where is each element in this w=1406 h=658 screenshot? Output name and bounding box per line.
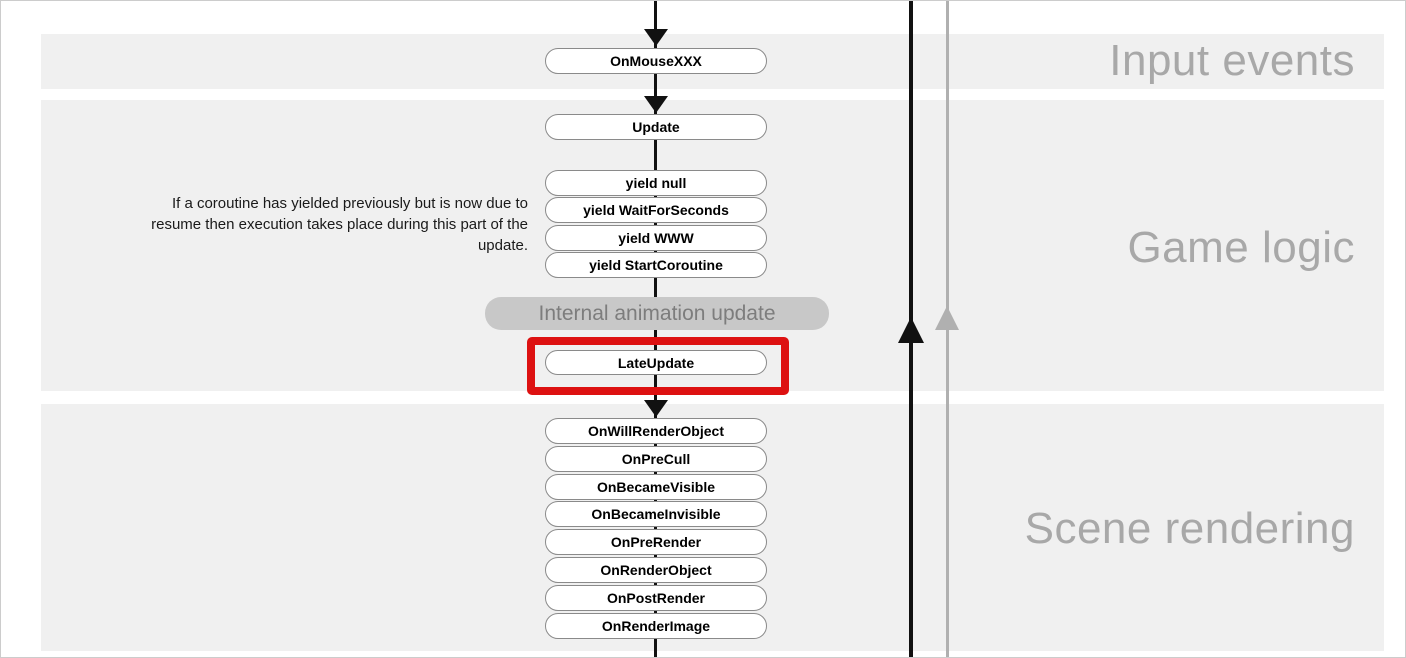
node-onprerender: OnPreRender (545, 529, 767, 555)
arrow-up-gray-icon (935, 306, 959, 330)
node-onwillrenderobject: OnWillRenderObject (545, 418, 767, 444)
arrow-down-icon (644, 29, 668, 46)
section-label-game-logic: Game logic (1127, 223, 1355, 272)
node-onrenderimage: OnRenderImage (545, 613, 767, 639)
node-onbecamevisible: OnBecameVisible (545, 474, 767, 500)
node-yield-waitforseconds: yield WaitForSeconds (545, 197, 767, 223)
coroutine-note: If a coroutine has yielded previously bu… (151, 195, 528, 254)
node-yield-www: yield WWW (545, 225, 767, 251)
node-onrenderobject: OnRenderObject (545, 557, 767, 583)
arrow-down-icon (644, 400, 668, 417)
node-onmousexxx: OnMouseXXX (545, 48, 767, 74)
lateupdate-highlight-box (527, 337, 789, 395)
node-yield-null: yield null (545, 170, 767, 196)
internal-animation-update-box: Internal animation update (485, 297, 829, 330)
node-lateupdate: LateUpdate (545, 350, 767, 375)
arrow-down-icon (644, 96, 668, 113)
arrow-up-black-icon (898, 317, 924, 343)
node-onbecameinvisible: OnBecameInvisible (545, 501, 767, 527)
node-onprecull: OnPreCull (545, 446, 767, 472)
section-label-input-events: Input events (1109, 36, 1355, 85)
node-update: Update (545, 114, 767, 140)
node-yield-startcoroutine: yield StartCoroutine (545, 252, 767, 278)
node-onpostrender: OnPostRender (545, 585, 767, 611)
section-label-scene-rendering: Scene rendering (1024, 504, 1355, 553)
